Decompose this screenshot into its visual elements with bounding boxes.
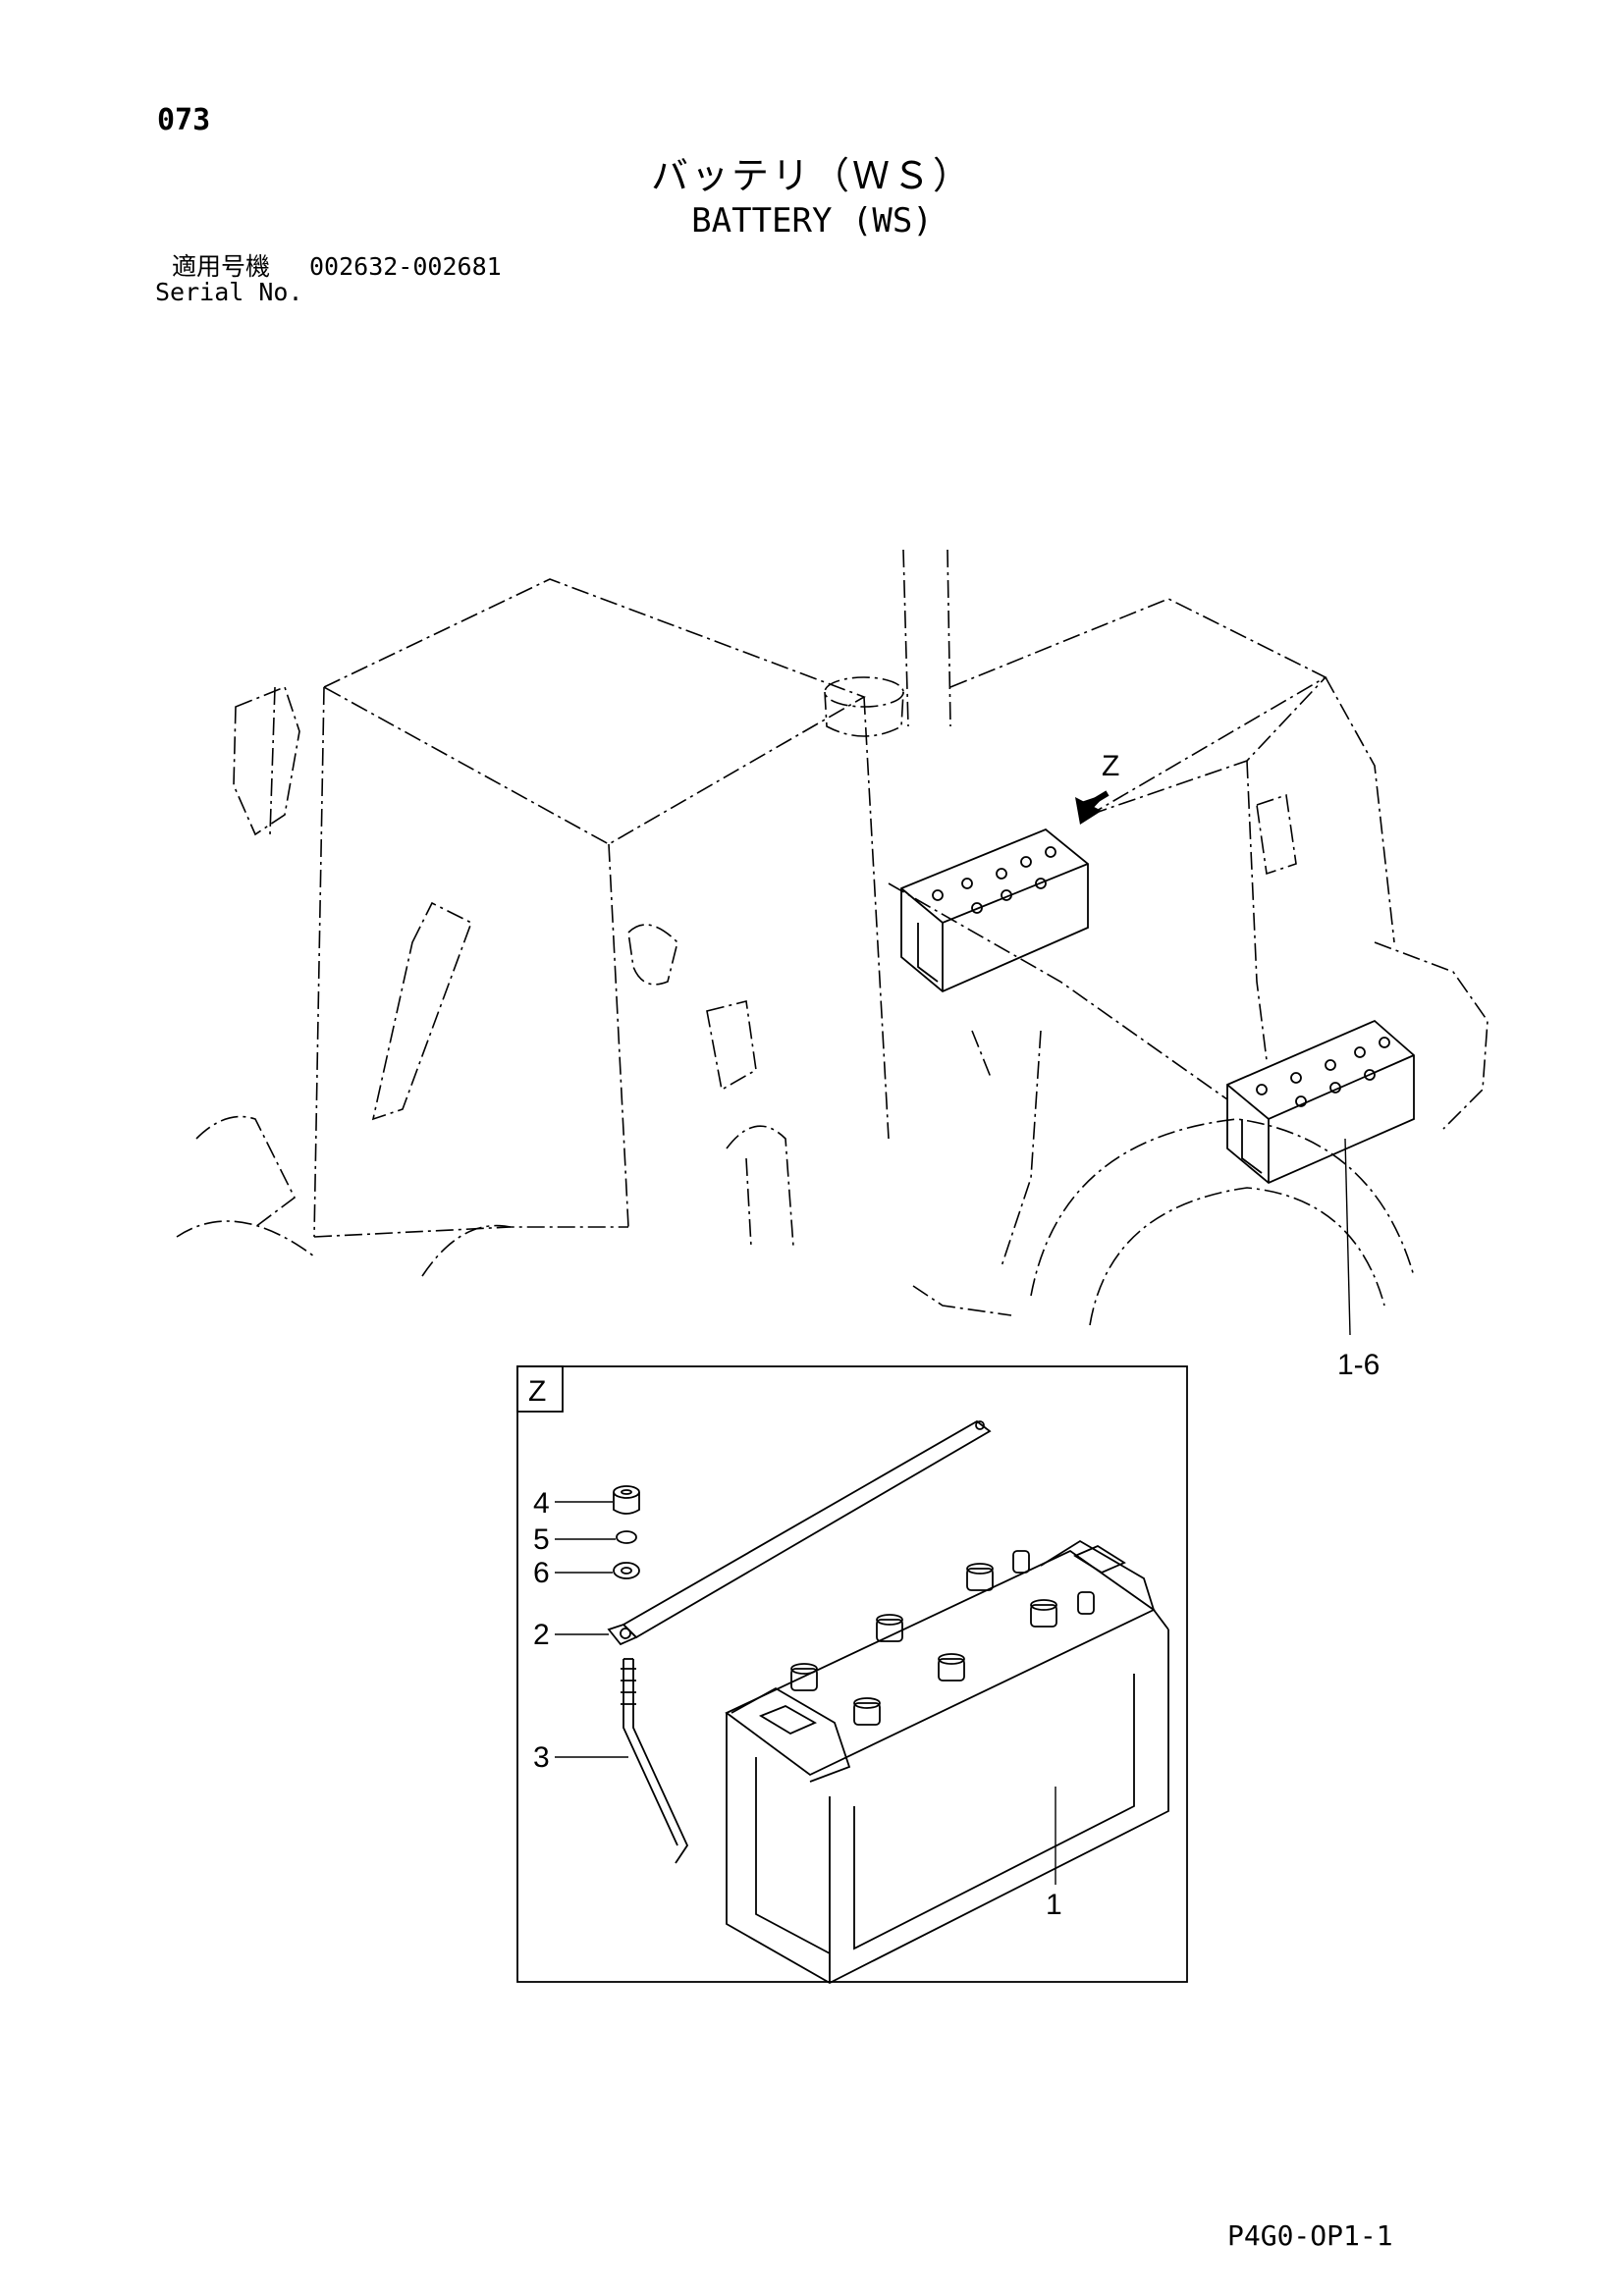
serial-label-english: Serial No. [155,278,303,306]
callout-6: 6 [533,1557,550,1589]
nut [613,1485,640,1515]
callout-3: 3 [533,1741,550,1774]
page-title-english: BATTERY (WS) [691,201,933,240]
callout-2: 2 [533,1619,550,1651]
detail-view-frame [516,1365,1188,1983]
j-bolt [621,1658,689,1864]
callout-5: 5 [533,1523,550,1556]
battery-detail [725,1539,1169,1985]
overview-battery-lower [1226,1019,1415,1185]
callout-1: 1 [1046,1889,1062,1921]
machine-outline [176,549,1489,1326]
serial-number-range: 002632-002681 [309,252,502,281]
leader-lines [555,1501,1056,1885]
page-number: 073 [157,103,211,137]
overview-battery-upper [900,828,1089,993]
callout-4: 4 [533,1487,550,1520]
callout-overview: 1-6 [1337,1349,1380,1381]
leader-line-overview [1344,1138,1351,1336]
flat-washer [613,1562,640,1579]
hold-down-strap [607,1419,992,1646]
view-z-arrow-icon [1075,790,1110,825]
serial-label-japanese: 適用号機 [172,252,271,281]
spring-washer [616,1530,637,1544]
document-code: P4G0-OP1-1 [1227,2219,1393,2252]
detail-view-label: Z [528,1375,546,1408]
detail-view-label-box [516,1365,564,1413]
page-title-japanese: バッテリ（ＷＳ） [650,154,973,197]
view-arrow-label: Z [1102,750,1119,782]
